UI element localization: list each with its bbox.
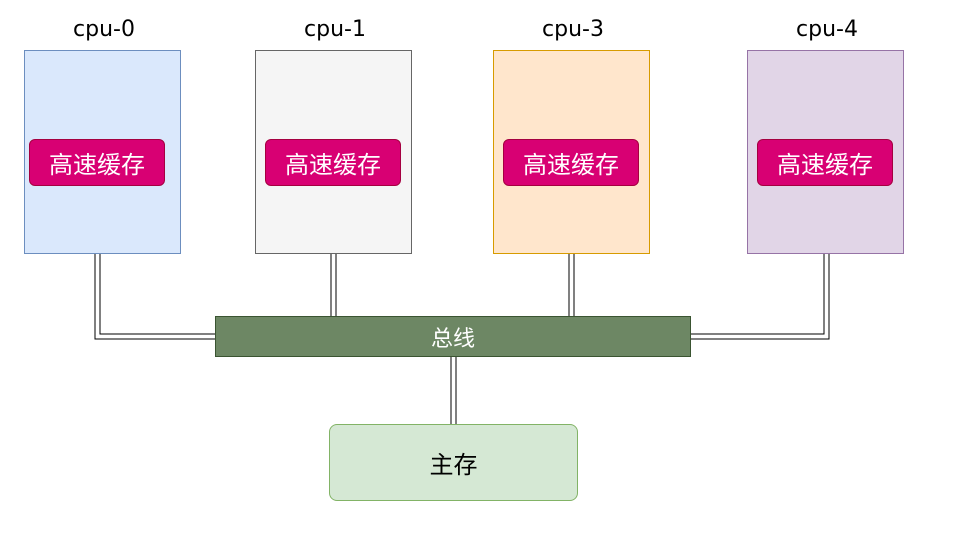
cpu-4-cache: 高速缓存	[757, 139, 893, 186]
cpu-3-label: cpu-3	[542, 17, 604, 42]
cpu-1-label: cpu-1	[304, 17, 366, 42]
cpu-0-label: cpu-0	[73, 17, 135, 42]
cpu-0-cache: 高速缓存	[29, 139, 165, 186]
cpu-3-cache: 高速缓存	[503, 139, 639, 186]
cpu-1-cache: 高速缓存	[265, 139, 401, 186]
main-memory: 主存	[329, 424, 578, 501]
connector-memory	[450, 357, 457, 424]
bus: 总线	[215, 316, 691, 357]
cpu-4-label: cpu-4	[796, 17, 858, 42]
